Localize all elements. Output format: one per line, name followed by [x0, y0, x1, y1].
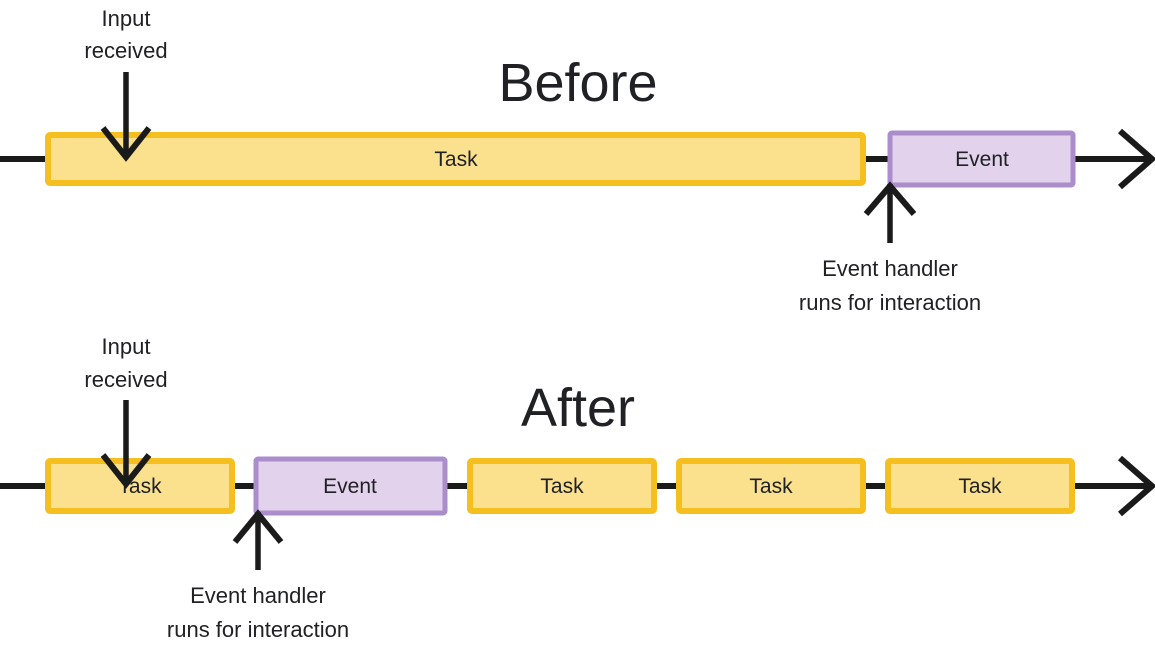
section-before: Before Task Event Input received	[0, 6, 1155, 315]
section-title-before: Before	[498, 53, 657, 113]
after-task-block-4[interactable]: Task	[885, 458, 1075, 514]
arrow-up-icon	[232, 509, 284, 544]
before-task-block[interactable]: Task	[45, 132, 866, 186]
annotation-line-1: Input	[102, 6, 151, 31]
after-event-block[interactable]: Event	[253, 456, 448, 516]
task-box[interactable]	[676, 458, 866, 514]
event-box[interactable]	[887, 130, 1076, 188]
after-task-block-2[interactable]: Task	[467, 458, 657, 514]
annotation-line-2: runs for interaction	[167, 617, 349, 642]
task-box[interactable]	[45, 132, 866, 186]
after-task-block-1[interactable]: Task	[45, 458, 235, 514]
task-box[interactable]	[885, 458, 1075, 514]
annotation-line-1: Event handler	[190, 583, 326, 608]
task-box-label: Task	[434, 148, 478, 171]
arrow-down-icon	[100, 453, 152, 489]
after-task-block-3[interactable]: Task	[676, 458, 866, 514]
after-timeline	[0, 455, 1155, 517]
arrow-up-icon	[863, 181, 917, 216]
annotation-event-handler-before: Event handler runs for interaction	[799, 181, 981, 315]
annotation-line-1: Event handler	[822, 256, 958, 281]
annotation-event-handler-after: Event handler runs for interaction	[167, 509, 349, 642]
annotation-input-received-after: Input received	[84, 334, 168, 489]
annotation-line-2: runs for interaction	[799, 290, 981, 315]
event-box[interactable]	[253, 456, 448, 516]
task-box[interactable]	[45, 458, 235, 514]
task-box-label: Task	[749, 475, 793, 498]
annotation-line-2: received	[84, 38, 167, 63]
annotation-input-received-before: Input received	[84, 6, 168, 162]
task-box-label: Task	[540, 475, 584, 498]
timeline-arrowhead-icon	[1118, 128, 1155, 190]
before-timeline	[0, 128, 1155, 190]
section-after: After Task Event Task Task	[0, 334, 1155, 642]
before-event-block[interactable]: Event	[887, 130, 1076, 188]
section-title-after: After	[521, 378, 635, 438]
arrow-down-icon	[100, 126, 152, 162]
event-box-label: Event	[323, 475, 377, 498]
timeline-arrowhead-icon	[1118, 455, 1155, 517]
annotation-line-2: received	[84, 367, 167, 392]
task-box-label: Task	[958, 475, 1002, 498]
task-box[interactable]	[467, 458, 657, 514]
event-box-label: Event	[955, 148, 1009, 171]
annotation-line-1: Input	[102, 334, 151, 359]
